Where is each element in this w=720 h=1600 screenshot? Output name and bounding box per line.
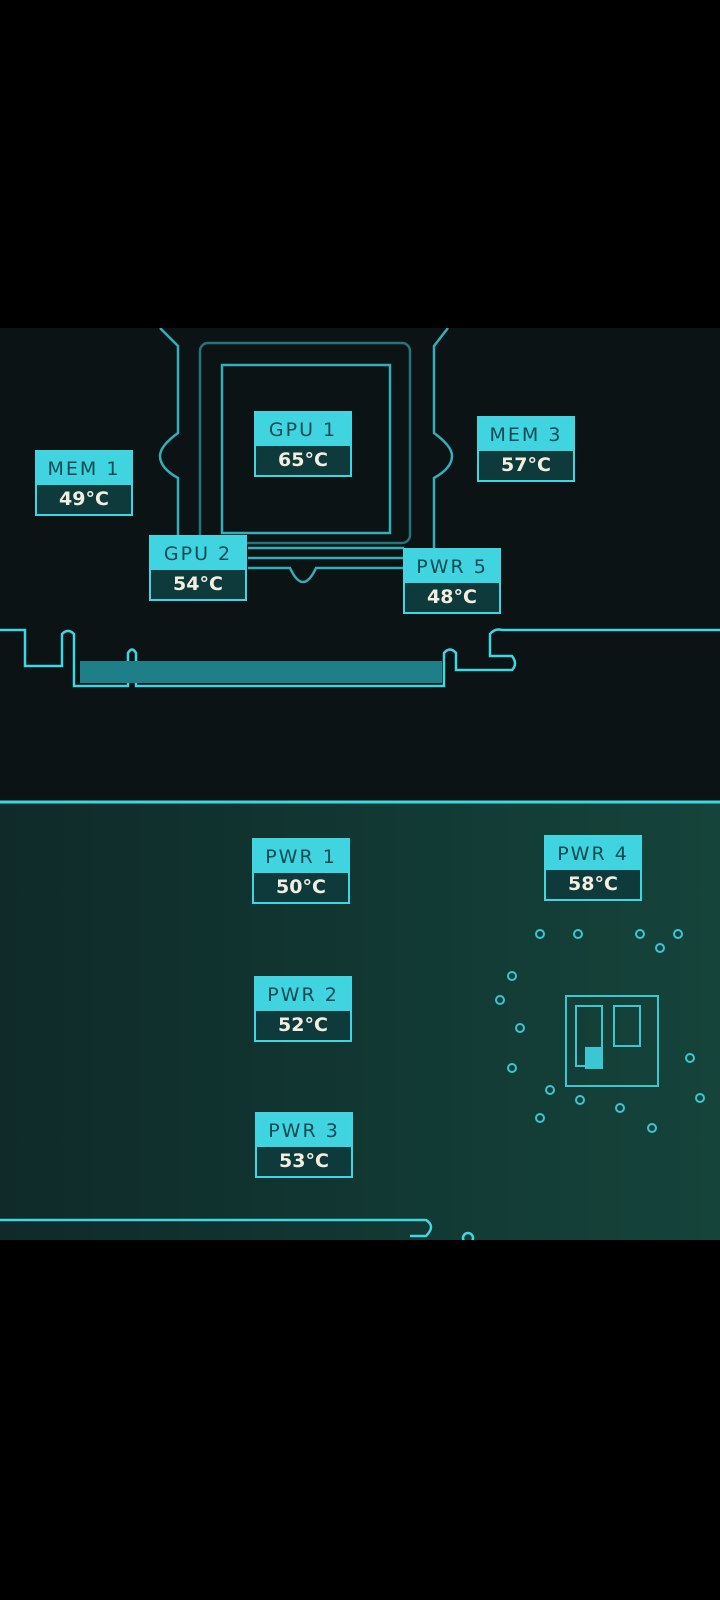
sensor-gpu-2: GPU 2 54°C bbox=[149, 535, 247, 601]
sensor-label: PWR 2 bbox=[256, 978, 350, 1011]
sensor-pwr-4: PWR 4 58°C bbox=[544, 835, 642, 901]
gpu-die-outer bbox=[198, 341, 412, 545]
sensor-label: GPU 2 bbox=[151, 537, 245, 570]
sensor-value: 48°C bbox=[427, 586, 477, 608]
sensor-value: 65°C bbox=[278, 449, 328, 471]
sensor-label: PWR 1 bbox=[254, 840, 348, 873]
socket-outline-right bbox=[432, 328, 454, 548]
sensor-value: 54°C bbox=[173, 573, 223, 595]
sensor-label: PWR 4 bbox=[546, 837, 640, 870]
sensor-mem-3: MEM 3 57°C bbox=[477, 416, 575, 482]
gpu-die bbox=[220, 363, 392, 535]
sensor-value: 49°C bbox=[59, 488, 109, 510]
sensor-label: MEM 1 bbox=[37, 452, 131, 485]
die-bus bbox=[248, 546, 404, 584]
pcie-contacts bbox=[80, 661, 442, 683]
sensor-value: 50°C bbox=[276, 876, 326, 898]
sensor-value: 58°C bbox=[568, 873, 618, 895]
pcie-edge-left bbox=[0, 628, 720, 688]
bottom-trace bbox=[0, 1218, 433, 1238]
sensor-gpu-1: GPU 1 65°C bbox=[254, 411, 352, 477]
sensor-label: MEM 3 bbox=[479, 418, 573, 451]
sensor-label: PWR 3 bbox=[257, 1114, 351, 1147]
socket-outline-left bbox=[158, 328, 180, 548]
board-traces bbox=[0, 328, 720, 1240]
sensor-value: 52°C bbox=[278, 1014, 328, 1036]
sensor-pwr-3: PWR 3 53°C bbox=[255, 1112, 353, 1178]
sensor-label: PWR 5 bbox=[405, 550, 499, 583]
sensor-value: 57°C bbox=[501, 454, 551, 476]
sensor-value: 53°C bbox=[279, 1150, 329, 1172]
sensor-mem-1: MEM 1 49°C bbox=[35, 450, 133, 516]
sensor-pwr-1: PWR 1 50°C bbox=[252, 838, 350, 904]
vrm-component-cluster bbox=[495, 929, 705, 1133]
sensor-pwr-2: PWR 2 52°C bbox=[254, 976, 352, 1042]
sensor-label: GPU 1 bbox=[256, 413, 350, 446]
sensor-pwr-5: PWR 5 48°C bbox=[403, 548, 501, 614]
